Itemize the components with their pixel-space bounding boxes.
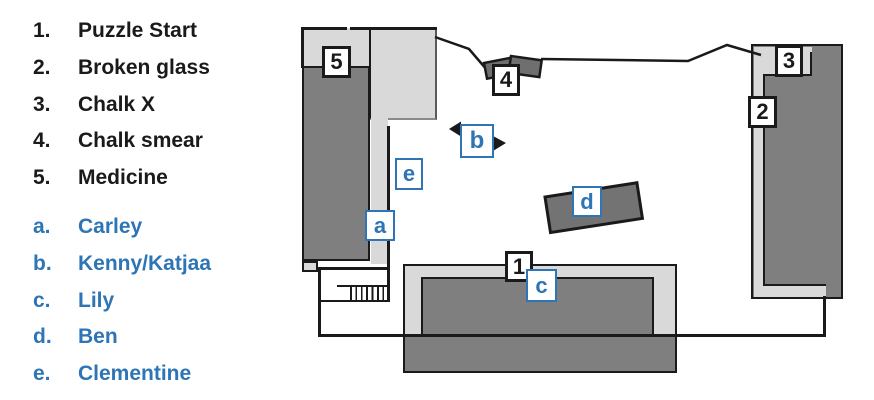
map-marker-4: 4 (492, 64, 520, 96)
right-shelf (751, 44, 843, 299)
marker-label: c (535, 272, 548, 298)
small-light-piece (302, 261, 318, 272)
stairs-bottom-line (320, 299, 390, 302)
marker-label: b (469, 127, 485, 154)
legend-item-4: 4. Chalk smear (33, 123, 210, 160)
legend-marker: 3. (33, 92, 51, 116)
legend-label: Ben (78, 325, 118, 349)
legend-characters: a. Carley b. Kenny/Katjaa c. Lily d. Ben e. C… (33, 209, 211, 393)
legend-item-a: a. Carley (33, 209, 211, 246)
legend-label: Chalk X (78, 92, 156, 116)
counter-bottom (405, 335, 675, 371)
wall-stairroom-top (318, 267, 389, 270)
stairs-top-line (337, 284, 390, 287)
legend-item-1: 1. Puzzle Start (33, 13, 210, 50)
legend-label: Puzzle Start (78, 19, 198, 42)
right-shelf-inner-v1 (763, 74, 766, 285)
wall-top-border-right (350, 27, 437, 30)
legend-item-2: 2. Broken glass (33, 50, 210, 87)
wall-top-border-left (301, 27, 347, 30)
legend-label: Chalk smear (78, 129, 203, 153)
legend-locations: 1.Puzzle Start 2.Broken glass 3.Chalk X … (33, 13, 210, 197)
stairs-hatch (350, 287, 388, 301)
legend-item-e: e. Clementine (33, 356, 211, 393)
marker-label: d (580, 188, 594, 214)
wall-stairroom-left (318, 267, 321, 336)
right-shelf-inner-h2 (763, 283, 826, 286)
map-marker-2: 2 (748, 96, 777, 128)
legend-marker: d. (33, 325, 52, 349)
marker-label: 2 (756, 99, 769, 124)
left-shelf (302, 66, 370, 261)
legend-item-d: d. Ben (33, 319, 211, 356)
corridor (371, 118, 388, 264)
legend-label: Broken glass (78, 55, 210, 79)
legend-label: Kenny/Katjaa (78, 251, 212, 275)
map-marker-c: c (526, 269, 557, 302)
marker-label: 3 (782, 48, 796, 73)
legend-label: Lily (78, 288, 115, 312)
legend-marker: 4. (33, 129, 51, 153)
legend-marker: 2. (33, 55, 51, 79)
legend-item-5: 5. Medicine (33, 160, 210, 197)
map-marker-e: e (395, 158, 423, 190)
wall-right-lower (823, 296, 826, 336)
legend-item-3: 3. Chalk X (33, 87, 210, 124)
legend-label: Carley (78, 215, 143, 238)
wall-line-top-right (540, 43, 762, 63)
map-marker-3: 3 (775, 45, 803, 77)
right-shelf-notch-v (810, 52, 813, 76)
legend-marker: e. (33, 362, 51, 386)
map-marker-a: a (365, 210, 395, 241)
map-marker-d: d (572, 186, 602, 217)
wall-bottom-long (318, 334, 826, 337)
legend-label: Medicine (78, 166, 168, 190)
legend-marker: a. (33, 215, 51, 238)
b-marker-right-arrow-icon (493, 136, 506, 151)
map-marker-5: 5 (322, 46, 351, 78)
marker-label: 4 (499, 67, 513, 92)
right-shelf-bottom-light (754, 284, 826, 297)
legend-marker: 5. (33, 166, 51, 190)
legend-marker: c. (33, 288, 51, 312)
legend-marker: b. (33, 251, 52, 275)
right-shelf-left-light (754, 47, 763, 297)
legend-item-c: c. Lily (33, 283, 211, 320)
marker-label: e (402, 161, 416, 186)
legend-item-b: b. Kenny/Katjaa (33, 246, 211, 283)
marker-label: 5 (330, 49, 343, 74)
upper-light-block (369, 29, 437, 120)
legend-marker: 1. (33, 19, 51, 42)
map-marker-b: b (460, 124, 494, 158)
legend-label: Clementine (78, 362, 192, 386)
marker-label: 1 (512, 253, 526, 279)
wall-left-border (301, 27, 304, 68)
marker-label: a (373, 212, 387, 238)
wall-line-left-diagonal (434, 35, 488, 71)
